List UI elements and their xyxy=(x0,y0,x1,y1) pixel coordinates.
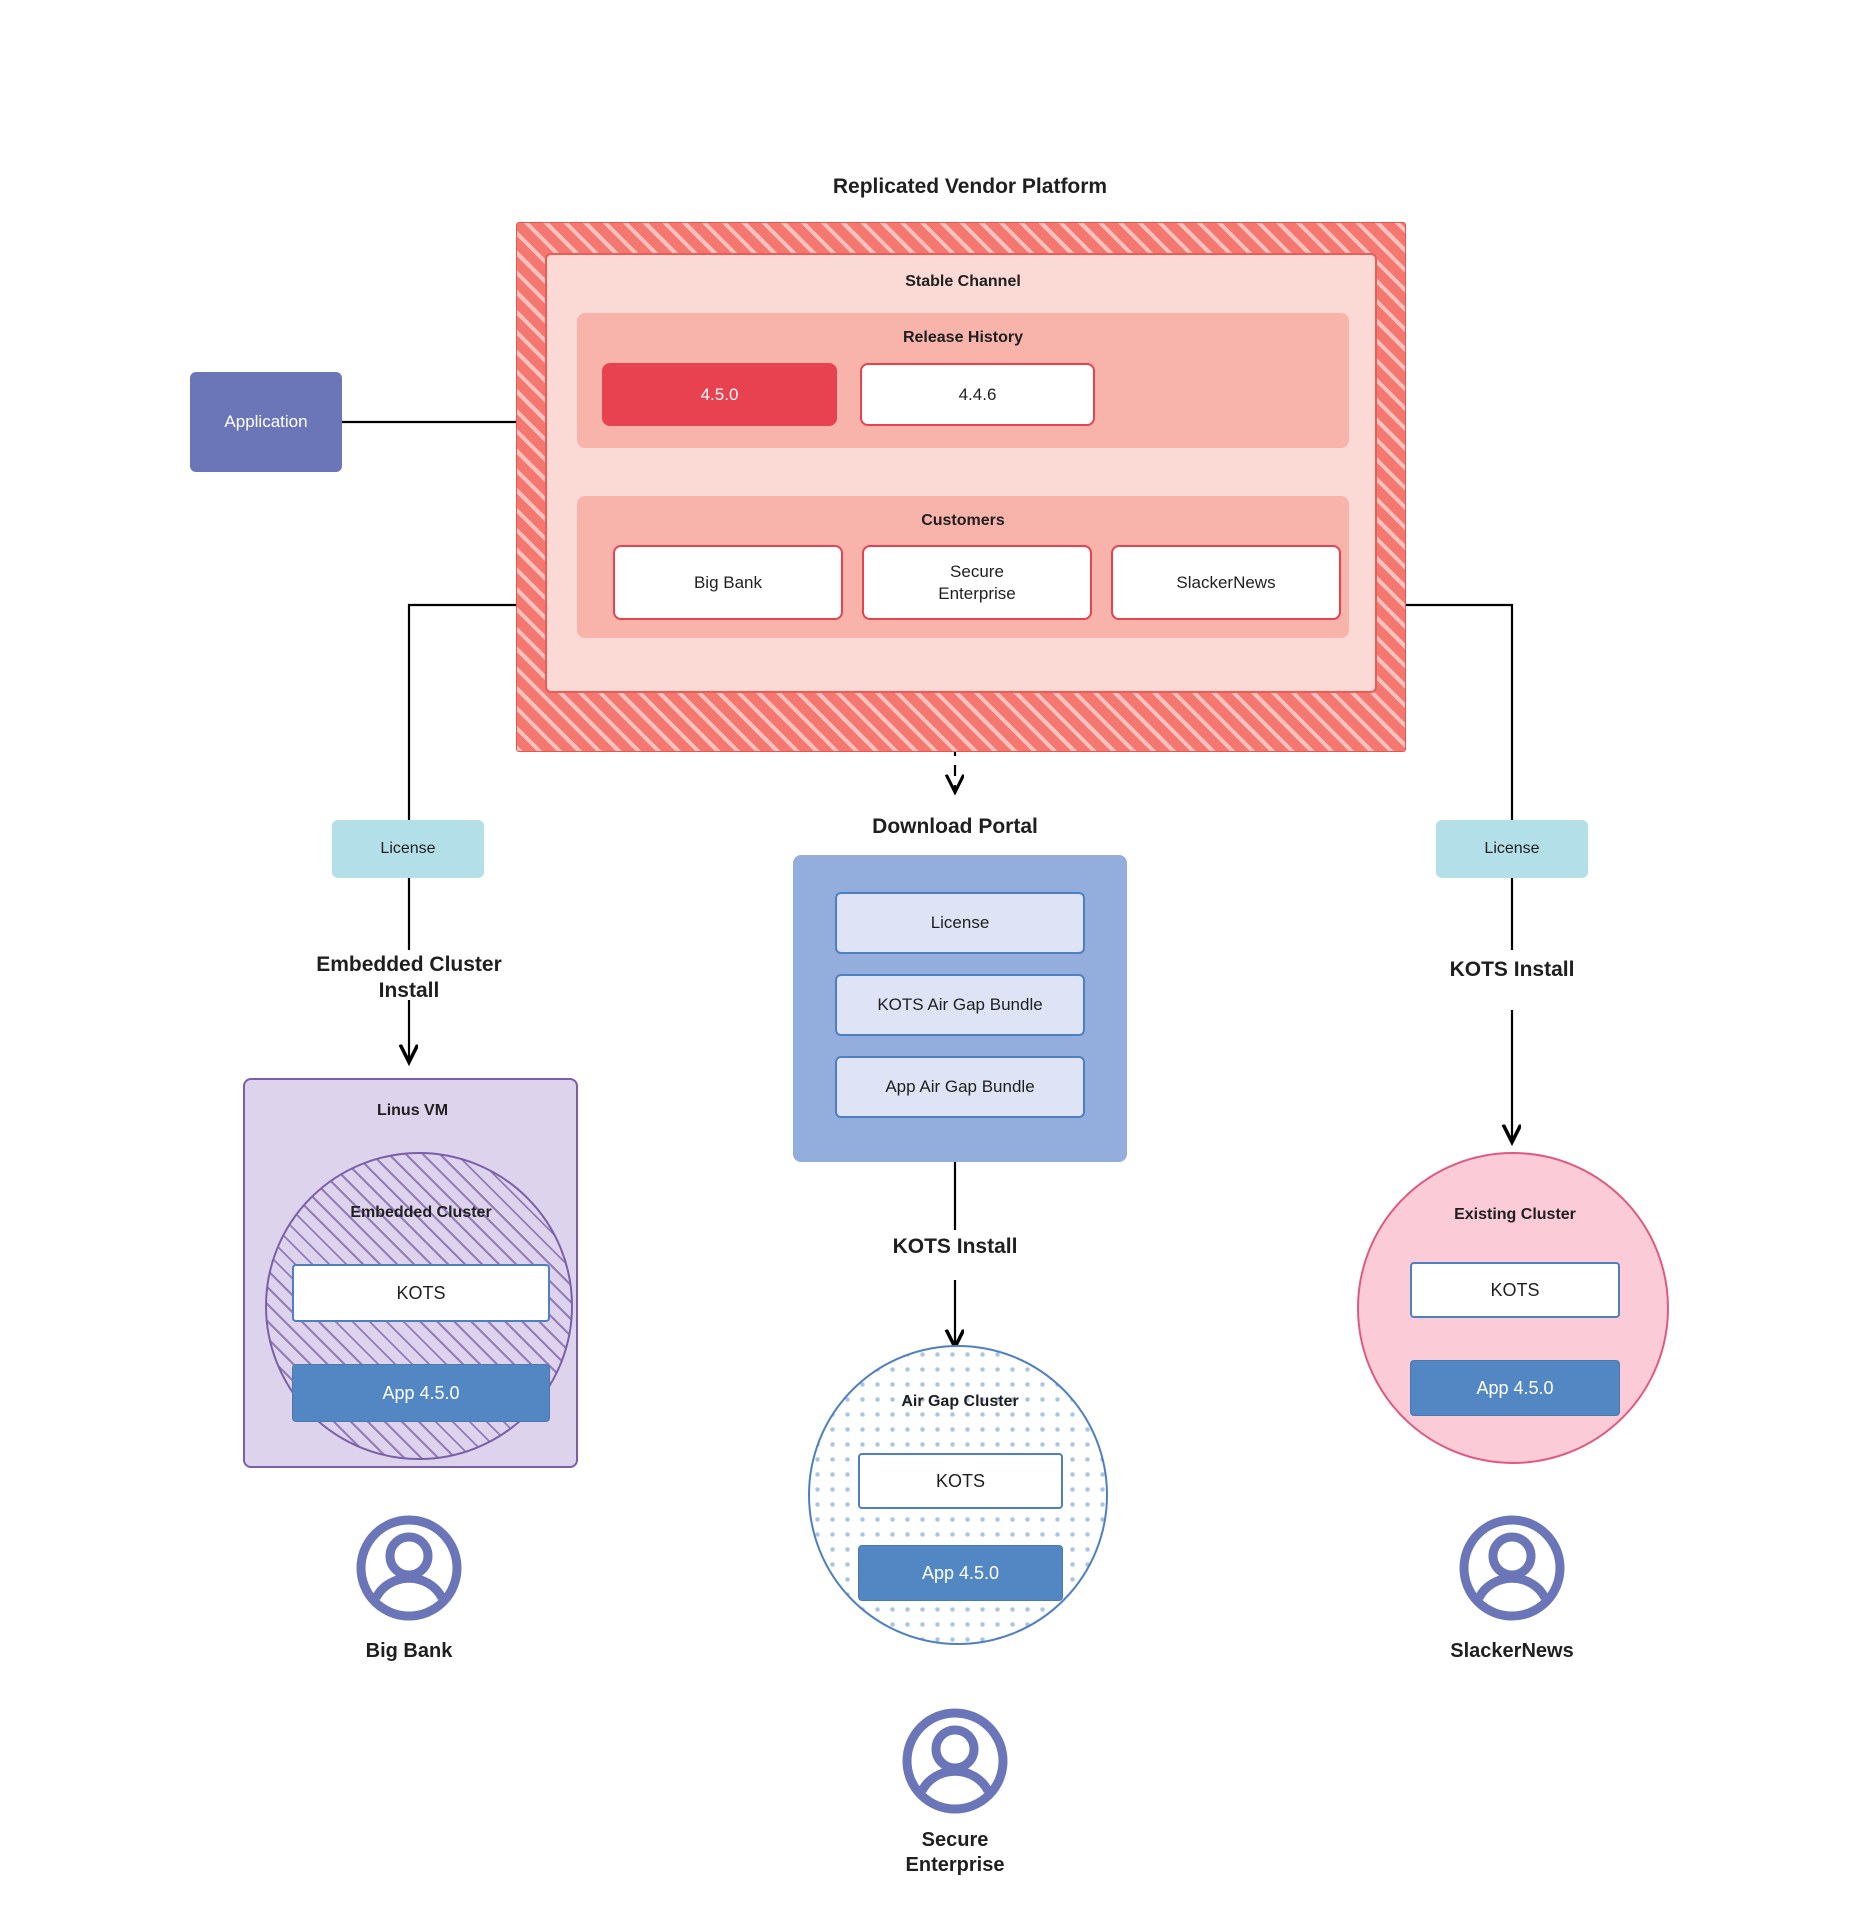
customer-caption-slackernews: SlackerNews xyxy=(1450,1639,1574,1662)
kots-install-label-center: KOTS Install xyxy=(892,1234,1018,1258)
release-card-previous[interactable]: 4.4.6 xyxy=(860,363,1095,426)
user-avatar-icon-slackernews xyxy=(1456,1512,1568,1624)
user-avatar-icon-secure-enterprise xyxy=(899,1705,1011,1817)
application-node[interactable]: Application xyxy=(190,372,342,472)
release-history-label: Release History xyxy=(902,329,1024,346)
customers-panel: Customers Big Bank Secure Enterprise Sla… xyxy=(577,496,1349,638)
user-avatar-icon-big-bank xyxy=(353,1512,465,1624)
stable-channel-panel: Stable Channel Release History 4.5.0 4.4… xyxy=(545,253,1377,693)
replicated-vendor-platform-panel: Stable Channel Release History 4.5.0 4.4… xyxy=(516,222,1406,752)
portal-item-kots-air-gap-bundle[interactable]: KOTS Air Gap Bundle xyxy=(835,974,1085,1036)
release-history-panel: Release History 4.5.0 4.4.6 xyxy=(577,313,1349,448)
linux-vm-label: Linus VM xyxy=(376,1102,449,1119)
page-title: Replicated Vendor Platform xyxy=(832,174,1108,198)
kots-install-label-right: KOTS Install xyxy=(1449,957,1575,981)
app-box-existing[interactable]: App 4.5.0 xyxy=(1410,1360,1620,1416)
embedded-cluster-circle: Embedded Cluster KOTS App 4.5.0 xyxy=(265,1152,573,1460)
stable-channel-label: Stable Channel xyxy=(905,273,1021,290)
license-chip-left[interactable]: License xyxy=(332,820,484,878)
app-box-embedded[interactable]: App 4.5.0 xyxy=(292,1364,550,1422)
embedded-cluster-label: Embedded Cluster xyxy=(350,1204,492,1221)
embedded-cluster-install-label: Embedded Cluster Install xyxy=(316,952,502,1002)
kots-box-embedded[interactable]: KOTS xyxy=(292,1264,550,1322)
air-gap-cluster-circle: Air Gap Cluster KOTS App 4.5.0 xyxy=(808,1345,1108,1645)
air-gap-cluster-label: Air Gap Cluster xyxy=(901,1393,1019,1410)
customer-card-big-bank[interactable]: Big Bank xyxy=(613,545,843,620)
customer-caption-big-bank: Big Bank xyxy=(365,1639,453,1662)
release-card-current[interactable]: 4.5.0 xyxy=(602,363,837,426)
customer-card-slackernews[interactable]: SlackerNews xyxy=(1111,545,1341,620)
customers-label: Customers xyxy=(921,512,1005,529)
download-portal-title: Download Portal xyxy=(872,814,1038,838)
portal-item-app-air-gap-bundle[interactable]: App Air Gap Bundle xyxy=(835,1056,1085,1118)
license-chip-right[interactable]: License xyxy=(1436,820,1588,878)
customer-card-secure-enterprise[interactable]: Secure Enterprise xyxy=(862,545,1092,620)
existing-cluster-label: Existing Cluster xyxy=(1454,1206,1576,1223)
existing-cluster-circle: Existing Cluster KOTS App 4.5.0 xyxy=(1357,1152,1669,1464)
kots-box-airgap[interactable]: KOTS xyxy=(858,1453,1063,1509)
download-portal-panel: License KOTS Air Gap Bundle App Air Gap … xyxy=(793,855,1127,1162)
kots-box-existing[interactable]: KOTS xyxy=(1410,1262,1620,1318)
customer-caption-secure-enterprise: Secure Enterprise xyxy=(905,1829,1005,1876)
portal-item-license[interactable]: License xyxy=(835,892,1085,954)
linux-vm-panel: Linus VM Embedded Cluster KOTS App 4.5.0 xyxy=(243,1078,578,1468)
app-box-airgap[interactable]: App 4.5.0 xyxy=(858,1545,1063,1601)
